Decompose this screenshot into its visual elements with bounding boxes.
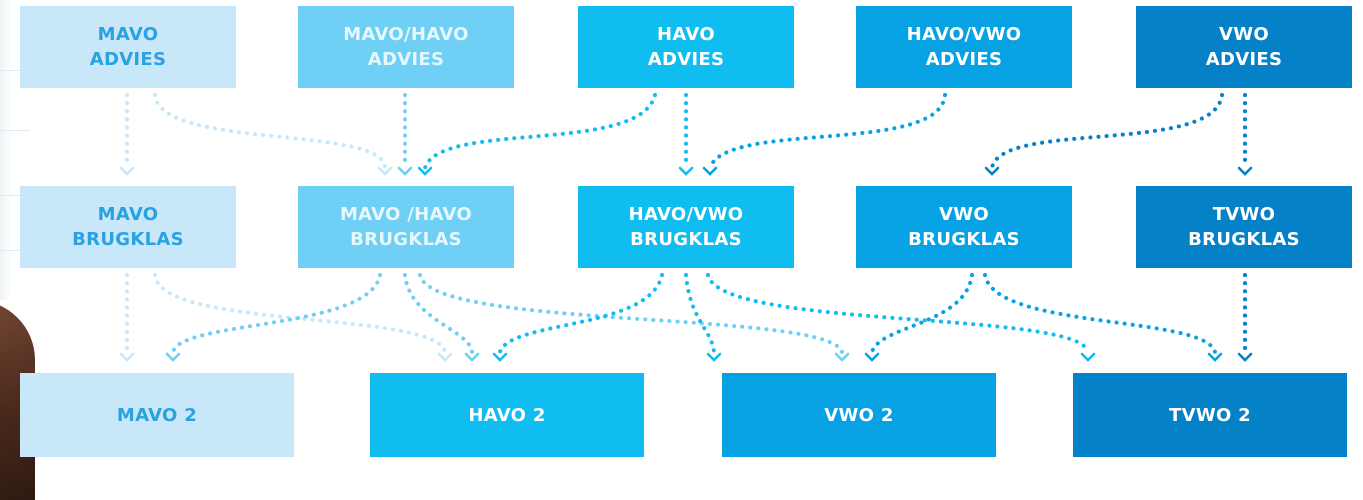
box-line1: VWO	[939, 204, 989, 225]
arrowhead	[437, 352, 453, 362]
arrowhead	[1207, 352, 1223, 362]
mavo-brugklas-box: MAVO BRUGKLAS	[20, 186, 236, 268]
arrow-mavo-havo-brugklas-to-mavo2	[171, 273, 382, 354]
background-photo-line	[0, 250, 30, 251]
box-line1: HAVO	[657, 24, 715, 45]
arrowhead	[377, 166, 393, 176]
arrowhead	[397, 166, 413, 176]
box-line2: BRUGKLAS	[350, 229, 462, 250]
havo-advies-box: HAVO ADVIES	[578, 6, 794, 88]
box-line1: MAVO	[97, 204, 159, 225]
arrow-vwo-advies-to-vwo-brugklas	[990, 93, 1224, 170]
tvwo2-box: TVWO 2	[1073, 373, 1347, 457]
arrowhead	[119, 352, 135, 362]
box-line2: ADVIES	[925, 49, 1003, 70]
havo2-box: HAVO 2	[370, 373, 644, 457]
box-line1: HAVO/VWO	[628, 204, 744, 225]
arrow-vwo-brugklas-to-tvwo2	[983, 273, 1217, 354]
arrow-mavo-havo-brugklas-to-vwo2	[418, 273, 844, 354]
arrow-mavo-brugklas-to-havo2	[153, 273, 447, 354]
box-label: VWO 2	[824, 404, 894, 426]
box-line1: MAVO	[97, 24, 159, 45]
box-line2: ADVIES	[89, 49, 167, 70]
box-line2: ADVIES	[367, 49, 445, 70]
box-line2: ADVIES	[647, 49, 725, 70]
arrowhead	[706, 352, 722, 362]
mavo-advies-box: MAVO ADVIES	[20, 6, 236, 88]
arrowhead	[417, 166, 433, 176]
arrowhead	[1237, 352, 1253, 362]
box-line2: BRUGKLAS	[630, 229, 742, 250]
havo-vwo-advies-box: HAVO/VWO ADVIES	[856, 6, 1072, 88]
box-line2: BRUGKLAS	[1188, 229, 1300, 250]
tvwo-brugklas-box: TVWO BRUGKLAS	[1136, 186, 1352, 268]
vwo2-box: VWO 2	[722, 373, 996, 457]
havo-vwo-brugklas-box: HAVO/VWO BRUGKLAS	[578, 186, 794, 268]
arrowhead	[119, 166, 135, 176]
mavo-havo-advies-box: MAVO/HAVO ADVIES	[298, 6, 514, 88]
arrow-havo-vwo-brugklas-to-vwo2	[684, 273, 716, 354]
box-line2: BRUGKLAS	[908, 229, 1020, 250]
mavo-havo-brugklas-box: MAVO /HAVO BRUGKLAS	[298, 186, 514, 268]
background-photo-line	[0, 130, 30, 131]
arrowhead	[984, 166, 1000, 176]
box-line1: TVWO	[1212, 204, 1276, 225]
arrowhead	[1237, 166, 1253, 176]
arrow-mavo-havo-brugklas-to-havo2	[403, 273, 474, 354]
arrow-havo-vwo-advies-to-havo-vwo-brugklas	[708, 93, 947, 170]
arrow-mavo-advies-to-mavo-havo-brugklas	[153, 93, 387, 170]
box-line2: ADVIES	[1205, 49, 1283, 70]
box-label: MAVO 2	[116, 404, 198, 426]
box-line1: VWO	[1219, 24, 1269, 45]
box-line1: HAVO/VWO	[906, 24, 1022, 45]
arrowhead	[464, 352, 480, 362]
box-line1: MAVO/HAVO	[343, 24, 469, 45]
flow-arrows	[119, 93, 1253, 362]
mavo2-box: MAVO 2	[20, 373, 294, 457]
box-label: TVWO 2	[1169, 404, 1251, 426]
arrow-havo-vwo-brugklas-to-tvwo2	[706, 273, 1090, 354]
background-photo-light	[0, 0, 12, 300]
box-label: HAVO 2	[468, 404, 546, 426]
box-line2: BRUGKLAS	[72, 229, 184, 250]
vwo-brugklas-box: VWO BRUGKLAS	[856, 186, 1072, 268]
arrowhead	[492, 352, 508, 362]
arrowhead	[678, 166, 694, 176]
background-photo-line	[0, 195, 30, 196]
arrow-havo-advies-to-mavo-havo-brugklas	[423, 93, 657, 170]
arrowhead	[864, 352, 880, 362]
box-line1: MAVO /HAVO	[339, 204, 473, 225]
vwo-advies-box: VWO ADVIES	[1136, 6, 1352, 88]
arrowhead	[834, 352, 850, 362]
arrowhead	[1080, 352, 1096, 362]
arrowhead	[702, 166, 718, 176]
arrow-havo-vwo-brugklas-to-havo2	[498, 273, 664, 354]
background-photo-line	[0, 70, 30, 71]
arrowhead	[165, 352, 181, 362]
arrow-vwo-brugklas-to-vwo2	[870, 273, 974, 354]
